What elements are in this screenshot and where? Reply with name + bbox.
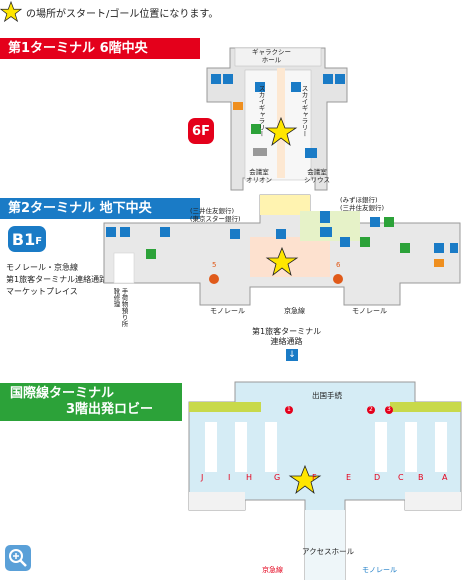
- start-goal-star-t2: [265, 246, 299, 277]
- section-title-t2: 第2ターミナル 地下中央: [0, 198, 200, 219]
- section-title-t1: 第1ターミナル 6階中央: [0, 38, 200, 59]
- intl-marker-3: 3: [387, 406, 391, 413]
- t2-info-5: 5: [212, 261, 217, 269]
- t2-note-2: 第1旅客ターミナル連絡通路: [6, 275, 108, 284]
- intl-departure-label: 出国手続: [312, 391, 342, 400]
- t2-bank-left: (三井住友銀行) (東京スター銀行): [190, 207, 241, 223]
- start-goal-star-t1: [264, 116, 298, 147]
- intl-counter-j: J: [201, 473, 204, 482]
- t2-floor-map: [103, 194, 461, 306]
- intl-counter-h: H: [246, 473, 253, 482]
- intl-counter-d: D: [374, 473, 381, 482]
- t2-bank-right: (みずほ銀行) (三井住友銀行): [340, 196, 385, 212]
- intl-marker-2: 2: [369, 406, 373, 413]
- intl-keikyu: 京急線: [262, 566, 283, 574]
- t1-sky-gallery-left: スカイギャラリー: [257, 85, 265, 137]
- t1-room-orion: 会議室 オリオン: [246, 168, 272, 184]
- intl-counter-c: C: [398, 473, 404, 482]
- legend-text: の場所がスタート/ゴール位置になります。: [26, 8, 219, 20]
- intl-counter-b: B: [418, 473, 424, 482]
- t2-baggage-label: 手荷物預り所 靴修理: [112, 288, 128, 327]
- t2-monorail-right: モノレール: [352, 307, 387, 315]
- t1-floor-badge: 6F: [188, 118, 214, 144]
- t1-gallery-hall-label: ギャラクシー ホール: [252, 48, 291, 64]
- arrow-down-icon: ↓: [286, 349, 298, 361]
- t1-floor-map: [206, 47, 348, 191]
- start-goal-star-intl: [288, 464, 322, 495]
- t2-monorail-left: モノレール: [210, 307, 245, 315]
- intl-counter-f: F: [312, 473, 317, 482]
- t2-note-1: モノレール・京急線: [6, 263, 78, 272]
- t2-keikyu: 京急線: [284, 307, 305, 315]
- magnifier-plus-icon: [9, 549, 27, 567]
- t2-info-6: 6: [336, 261, 341, 269]
- t1-sky-gallery-right: スカイギャラリー: [300, 85, 308, 137]
- legend: の場所がスタート/ゴール位置になります。: [0, 0, 470, 24]
- intl-floor-map: [188, 381, 462, 580]
- intl-marker-1: 1: [287, 406, 291, 413]
- star-icon: [0, 1, 22, 23]
- section-title-intl: 国際線ターミナル 3階出発ロビー: [0, 383, 182, 421]
- t2-connection-label: 第1旅客ターミナル 連絡通路: [252, 327, 322, 346]
- intl-title-line1: 国際線ターミナル: [10, 386, 115, 401]
- intl-title-line2: 3階出発ロビー: [66, 402, 154, 417]
- intl-counter-i: I: [228, 473, 231, 482]
- intl-counter-e: E: [346, 473, 352, 482]
- intl-monorail: モノレール: [362, 566, 397, 574]
- t1-room-sirius: 会議室 シリウス: [304, 168, 330, 184]
- intl-counter-a: A: [442, 473, 448, 482]
- zoom-in-button[interactable]: [5, 545, 31, 571]
- intl-counter-g: G: [274, 473, 281, 482]
- t2-note-3: マーケットプレイス: [6, 287, 78, 296]
- intl-access-hall: アクセスホール: [302, 547, 355, 556]
